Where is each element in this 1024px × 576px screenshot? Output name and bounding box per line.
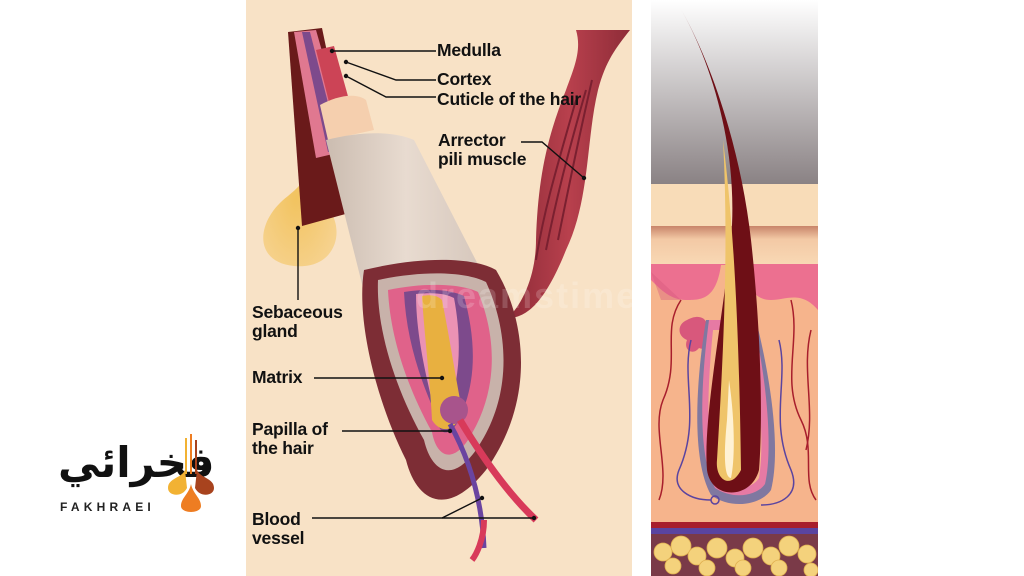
follicle-illustration [263, 28, 630, 562]
fakhraei-logo: فخرائي FAKHRAEI [58, 434, 218, 524]
label-sebaceous-gland: Sebaceous gland [252, 302, 343, 341]
hair-follicle-diagram: dreamstime Medulla Cortex Cuticle of the… [246, 0, 632, 576]
label-cuticle: Cuticle of the hair [437, 89, 581, 109]
drop-icon [168, 434, 214, 512]
logo-latin-text: FAKHRAEI [60, 500, 155, 514]
papilla-shape [440, 396, 468, 424]
matrix-shape [422, 295, 462, 430]
label-matrix: Matrix [252, 367, 303, 387]
label-papilla: Papilla of the hair [252, 419, 328, 458]
skin-illustration [651, 0, 818, 576]
watermark-text: dreamstime [416, 275, 632, 316]
label-cortex: Cortex [437, 69, 492, 89]
logo-arabic-text: فخرائي [58, 438, 215, 487]
label-arrector-pili-muscle: Arrector pili muscle [438, 130, 527, 169]
label-medulla: Medulla [437, 40, 501, 60]
sebaceous-gland-shape [263, 130, 337, 267]
label-blood-vessel: Blood vessel [252, 509, 305, 548]
skin-cross-section [651, 0, 818, 576]
